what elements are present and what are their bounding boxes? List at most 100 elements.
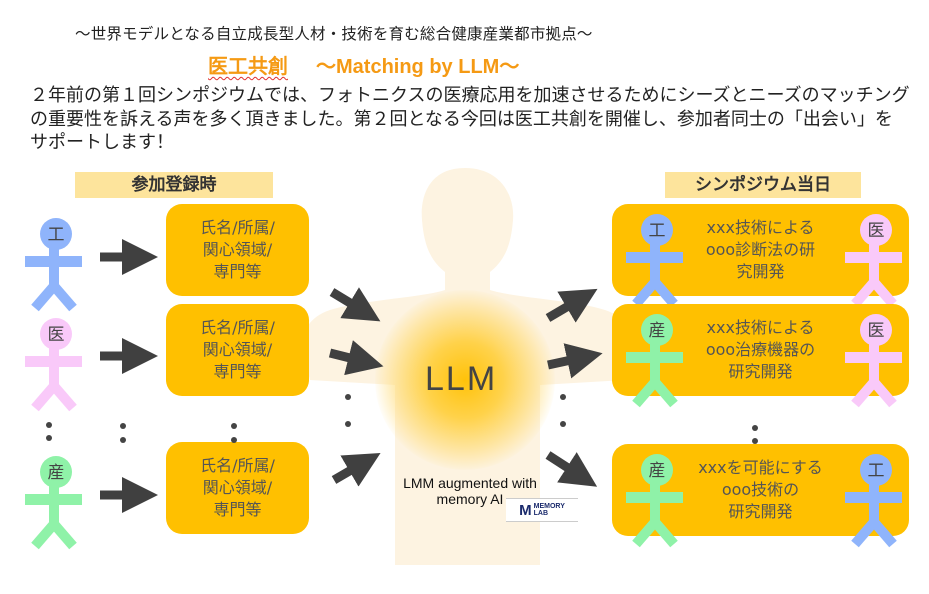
ellipsis-dot bbox=[46, 422, 52, 428]
person-body bbox=[869, 244, 879, 286]
person-right-leg bbox=[651, 378, 678, 408]
person-right-leg bbox=[651, 278, 678, 308]
caption-line-1: LMM augmented with bbox=[403, 475, 537, 491]
person-head bbox=[40, 318, 72, 350]
person-right-leg bbox=[870, 378, 897, 408]
arrow-in-3 bbox=[331, 452, 381, 487]
person-body bbox=[650, 244, 660, 286]
person-figure: 産 bbox=[25, 456, 82, 550]
box-line: 氏名/所属/ bbox=[200, 318, 275, 337]
box-line: 関心領域/ bbox=[202, 340, 273, 359]
match-line: xxxを可能にする bbox=[698, 458, 823, 477]
person-body bbox=[869, 484, 879, 526]
ellipsis-dot bbox=[560, 394, 566, 400]
ellipsis-dot bbox=[120, 423, 126, 429]
person-figure: 医 bbox=[845, 214, 902, 308]
person-role: 医 bbox=[868, 321, 885, 341]
intro-paragraph: ２年前の第１回シンポジウムでは、フォトニクスの医療応用を加速させるためにシーズと… bbox=[30, 85, 910, 153]
person-right-leg bbox=[50, 282, 77, 312]
person-right-leg bbox=[870, 518, 897, 548]
box-line: 氏名/所属/ bbox=[200, 218, 275, 237]
logo-mark: M bbox=[519, 501, 532, 519]
match-line: 究開発 bbox=[736, 262, 785, 281]
llm-label: LLM bbox=[425, 360, 498, 398]
box-line: 専門等 bbox=[213, 262, 262, 281]
person-figure: 工 bbox=[845, 454, 902, 548]
llm-input-arrows bbox=[328, 287, 384, 487]
arrow-in-2 bbox=[328, 340, 384, 376]
box-line: 関心領域/ bbox=[202, 240, 273, 259]
ellipsis-dot bbox=[752, 438, 758, 444]
person-right-leg bbox=[651, 518, 678, 548]
registration-arrows bbox=[100, 239, 158, 513]
person-figure: 工 bbox=[626, 214, 683, 308]
subtitle: ～世界モデルとなる自立成長型人材・技術を育む総合健康産業都市拠点～ bbox=[75, 25, 593, 43]
person-role: 工 bbox=[868, 461, 885, 481]
logo-line-1: MEMORY bbox=[533, 503, 565, 510]
memory-lab-logo: M MEMORY LAB bbox=[506, 498, 578, 522]
person-figure: 医 bbox=[845, 314, 902, 408]
match-line: xxx技術による bbox=[706, 218, 815, 237]
match-line: 研究開発 bbox=[728, 502, 793, 521]
match-result-box: xxxを可能にする ooo技術の研究開発 bbox=[612, 444, 909, 536]
symposium-label: シンポジウム当日 bbox=[665, 172, 861, 198]
registration-label: 参加登録時 bbox=[75, 172, 273, 198]
person-head bbox=[860, 214, 892, 246]
person-body bbox=[650, 344, 660, 386]
person-role: 工 bbox=[649, 221, 666, 241]
person-body bbox=[49, 348, 59, 390]
ellipsis-dot bbox=[752, 425, 758, 431]
llm-output-arrows bbox=[545, 288, 603, 487]
registration-info-box: 氏名/所属/関心領域/専門等 bbox=[166, 204, 309, 296]
match-line: xxx技術による bbox=[706, 318, 815, 337]
person-head bbox=[641, 454, 673, 486]
person-body bbox=[869, 344, 879, 386]
person-figure: 産 bbox=[626, 314, 683, 408]
match-line: ooo診断法の研 bbox=[705, 240, 816, 259]
box-line: 専門等 bbox=[213, 362, 262, 381]
title-english: ～Matching by LLM～ bbox=[316, 56, 520, 78]
person-role: 医 bbox=[48, 325, 65, 345]
person-role: 産 bbox=[649, 321, 666, 341]
match-line: ooo治療機器の bbox=[705, 340, 816, 359]
title-japanese: 医工共創 bbox=[208, 54, 288, 78]
person-right-leg bbox=[50, 382, 77, 412]
arrow-in-1 bbox=[329, 287, 381, 322]
person-body bbox=[49, 248, 59, 290]
box-line: 専門等 bbox=[213, 500, 262, 519]
person-role: 工 bbox=[48, 225, 65, 245]
registration-info-box: 氏名/所属/関心領域/専門等 bbox=[166, 442, 309, 534]
arrow-out-2 bbox=[547, 343, 603, 379]
person-head bbox=[860, 454, 892, 486]
arrow-out-1 bbox=[545, 288, 598, 323]
match-line: ooo技術の bbox=[721, 480, 800, 499]
ellipsis-dot bbox=[120, 437, 126, 443]
logo-line-2: LAB bbox=[533, 510, 549, 517]
ellipsis-dot bbox=[231, 423, 237, 429]
match-description: xxx技術による ooo診断法の研究開発 bbox=[687, 204, 834, 296]
person-head bbox=[860, 314, 892, 346]
arrow-out-3 bbox=[545, 451, 598, 487]
person-body bbox=[49, 486, 59, 528]
person-head bbox=[40, 456, 72, 488]
person-figure: 工 bbox=[25, 218, 82, 312]
ellipsis-dot bbox=[46, 435, 52, 441]
box-line: 氏名/所属/ bbox=[200, 456, 275, 475]
person-figure: 医 bbox=[25, 318, 82, 412]
person-head bbox=[641, 314, 673, 346]
page-title: 医工共創 ～Matching by LLM～ bbox=[208, 50, 519, 79]
person-right-leg bbox=[50, 520, 77, 550]
match-description: xxx技術による ooo治療機器の研究開発 bbox=[687, 304, 834, 396]
caption-line-2: memory AI bbox=[436, 491, 504, 507]
person-role: 医 bbox=[868, 221, 885, 241]
person-head bbox=[40, 218, 72, 250]
person-right-leg bbox=[870, 278, 897, 308]
ellipsis-dot bbox=[231, 437, 237, 443]
match-line: 研究開発 bbox=[728, 362, 793, 381]
box-line: 関心領域/ bbox=[202, 478, 273, 497]
ellipsis-dot bbox=[345, 394, 351, 400]
ellipsis-dot bbox=[560, 421, 566, 427]
person-head bbox=[641, 214, 673, 246]
person-role: 産 bbox=[649, 461, 666, 481]
registration-info-box: 氏名/所属/関心領域/専門等 bbox=[166, 304, 309, 396]
